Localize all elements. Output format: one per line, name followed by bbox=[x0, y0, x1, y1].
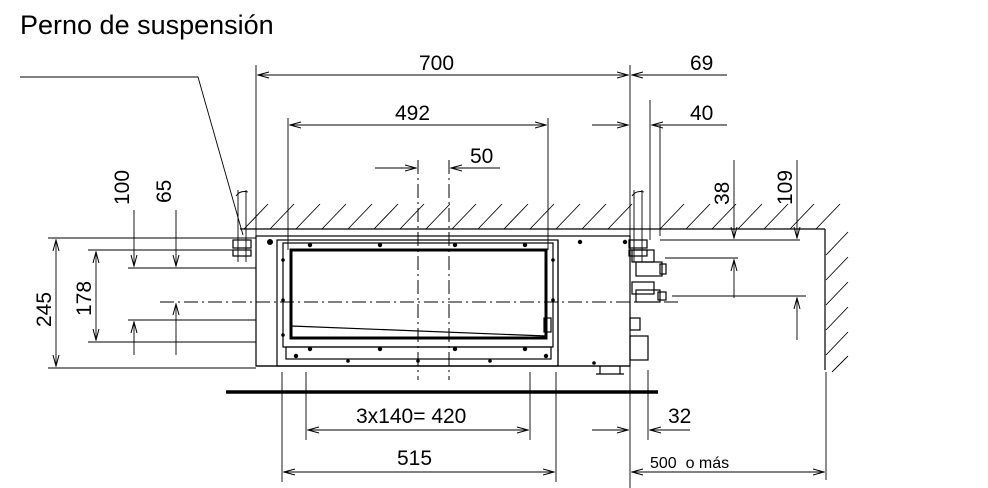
ceiling-hatch bbox=[240, 203, 841, 230]
hanger-bolt-left bbox=[232, 190, 252, 262]
dim-500-o-mas: 500 o más bbox=[650, 455, 729, 472]
dim-38: 38 bbox=[711, 182, 734, 205]
dim-109: 109 bbox=[774, 170, 797, 205]
dim-492: 492 bbox=[395, 102, 430, 125]
dim-515: 515 bbox=[397, 447, 432, 470]
dim-50: 50 bbox=[470, 145, 493, 168]
dim-3x140-420: 3x140= 420 bbox=[356, 405, 466, 428]
dim-100: 100 bbox=[111, 170, 134, 205]
dim-65: 65 bbox=[153, 180, 176, 203]
title-leader bbox=[20, 76, 244, 236]
dim-32: 32 bbox=[668, 405, 691, 428]
drawing-title: Perno de suspensión bbox=[20, 10, 274, 40]
extension-lines bbox=[48, 65, 827, 488]
dim-700: 700 bbox=[419, 52, 454, 75]
unit-body bbox=[255, 235, 631, 375]
dim-69: 69 bbox=[690, 52, 713, 75]
dim-178: 178 bbox=[73, 281, 96, 316]
dim-40: 40 bbox=[690, 102, 713, 125]
dimension-lines bbox=[56, 75, 824, 472]
center-lines bbox=[160, 160, 680, 380]
piping-connections bbox=[629, 249, 667, 361]
dim-245: 245 bbox=[33, 292, 56, 327]
wall-hatch bbox=[824, 229, 849, 373]
